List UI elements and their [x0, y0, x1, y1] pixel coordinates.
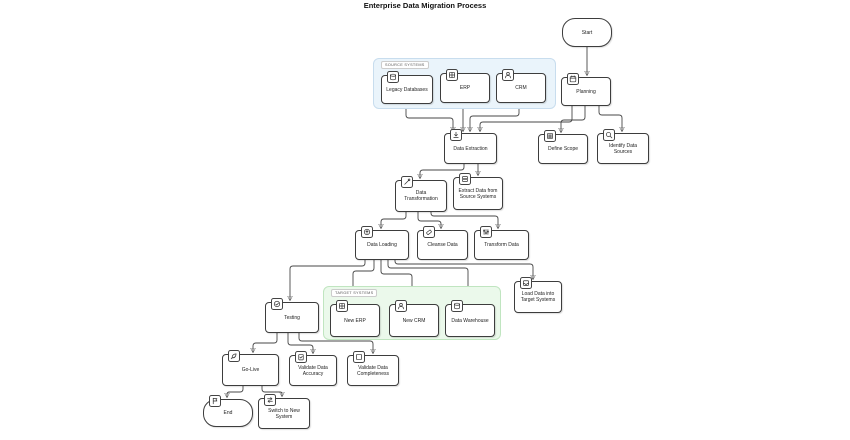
node-go-live[interactable]: Go-Live — [222, 350, 279, 386]
users-icon — [395, 300, 407, 312]
node-data-loading[interactable]: Data Loading — [355, 226, 409, 260]
edge-loading-new-crm — [380, 258, 412, 302]
download-icon — [450, 129, 462, 141]
edge-testing-completeness — [298, 331, 373, 353]
flag-icon — [209, 395, 221, 407]
inbox-icon — [520, 277, 532, 289]
node-end[interactable]: End — [203, 395, 253, 427]
sliders-icon — [480, 226, 492, 238]
node-data-extraction[interactable]: Data Extraction — [444, 129, 497, 164]
node-start[interactable]: Start — [562, 18, 612, 47]
node-switch-to-new[interactable]: Switch to New System — [258, 394, 310, 429]
edge-planning-define-scope — [561, 104, 586, 132]
upload-icon — [361, 226, 373, 238]
edge-testing-go-live — [253, 331, 278, 352]
node-cleanse-data[interactable]: Cleanse Data — [417, 226, 468, 260]
grid-icon — [336, 300, 348, 312]
calendar-icon — [567, 73, 579, 85]
node-new-erp[interactable]: New ERP — [330, 300, 380, 337]
node-data-transformation[interactable]: Data Transformation — [395, 176, 447, 212]
server-icon — [459, 173, 471, 185]
node-erp[interactable]: ERP — [440, 69, 490, 103]
edge-crm-extraction — [470, 101, 520, 131]
edge-loading-testing — [290, 258, 366, 300]
clipboard-check-icon — [295, 351, 307, 363]
edge-extraction-transformation — [420, 162, 465, 178]
edge-testing-accuracy — [287, 331, 313, 353]
check-circle-icon — [271, 298, 283, 310]
node-legacy-databases[interactable]: Legacy Databases — [381, 71, 433, 104]
wrench-icon — [401, 176, 413, 188]
edge-go-live-end — [227, 384, 244, 397]
edge-loading-load-target — [394, 258, 533, 279]
list-icon — [544, 130, 556, 142]
database-icon — [387, 71, 399, 83]
rocket-icon — [228, 350, 240, 362]
edge-loading-warehouse — [387, 258, 468, 302]
edge-planning-identify-sources — [598, 104, 622, 131]
node-define-scope[interactable]: Define Scope — [538, 130, 588, 164]
node-crm[interactable]: CRM — [496, 69, 546, 103]
database-icon — [451, 300, 463, 312]
node-extract-data[interactable]: Extract Data from Source Systems — [453, 173, 503, 210]
node-data-warehouse[interactable]: Data Warehouse — [445, 300, 495, 337]
source-systems-label: SOURCE SYSTEMS — [381, 61, 429, 69]
edge-transformation-transform — [430, 210, 498, 228]
node-validate-accuracy[interactable]: Validate Data Accuracy — [289, 351, 337, 386]
node-planning[interactable]: Planning — [561, 73, 611, 106]
page-title: Enterprise Data Migration Process — [363, 1, 487, 10]
edge-transformation-loading — [381, 210, 407, 228]
node-testing[interactable]: Testing — [265, 298, 319, 333]
eraser-icon — [423, 226, 435, 238]
node-new-crm[interactable]: New CRM — [389, 300, 439, 337]
search-icon — [603, 129, 615, 141]
edge-loading-new-erp — [353, 258, 375, 302]
node-load-target[interactable]: Load Data into Target Systems — [514, 277, 562, 313]
node-identify-data-sources[interactable]: Identify Data Sources — [597, 129, 649, 164]
switch-arrows-icon — [264, 394, 276, 406]
node-transform-data[interactable]: Transform Data — [474, 226, 529, 260]
grid-icon — [446, 69, 458, 81]
node-validate-completeness[interactable]: Validate Data Completeness — [347, 351, 399, 386]
edge-transformation-cleanse — [417, 210, 441, 228]
edge-go-live-switch — [261, 384, 282, 396]
users-icon — [502, 69, 514, 81]
edge-legacy-extraction — [405, 102, 453, 131]
target-systems-label: TARGET SYSTEMS — [331, 289, 378, 297]
checklist-icon — [353, 351, 365, 363]
